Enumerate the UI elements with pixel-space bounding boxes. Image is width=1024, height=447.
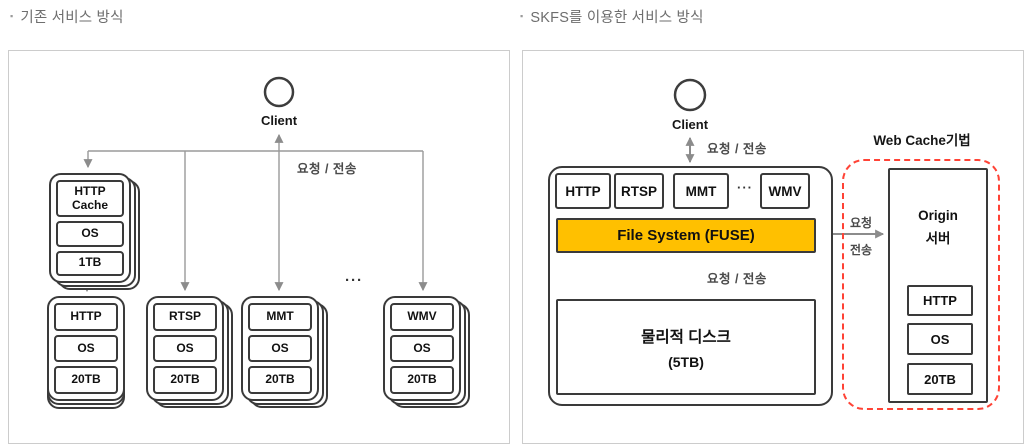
origin-row-http: HTTP <box>907 285 973 316</box>
stack-row-protocol: WMV <box>390 303 454 331</box>
stack-row-os: OS <box>56 221 124 247</box>
request-transfer-label: 요청 / 전송 <box>297 162 357 176</box>
more-servers-ellipsis: ··· <box>345 272 363 289</box>
protocol-box-mmt: MMT <box>673 173 729 209</box>
client-label: Client <box>260 113 298 128</box>
bullet-icon: ▪ <box>10 11 14 21</box>
stack-row-protocol: RTSP <box>153 303 217 331</box>
origin-transfer-label: 전송 <box>849 243 873 257</box>
left-section-title-text: 기존 서비스 방식 <box>20 10 124 26</box>
http-cache-server-stack: HTTP Cache OS 1TB <box>49 173 131 283</box>
stack-row-os: OS <box>390 334 454 363</box>
web-cache-technique-title: Web Cache기법 <box>873 133 971 148</box>
more-protocols-ellipsis: ··· <box>737 180 753 195</box>
wmv-server-stack: WMV OS 20TB <box>383 296 461 401</box>
stack-row-capacity: 20TB <box>153 366 217 395</box>
left-section-title: ▪ 기존 서비스 방식 <box>10 6 124 27</box>
request-transfer-label-mid: 요청 / 전송 <box>707 272 767 286</box>
right-section-title: ▪ SKFS를 이용한 서비스 방식 <box>520 6 704 27</box>
physical-disk-box: 물리적 디스크 (5TB) <box>556 299 816 395</box>
bullet-icon: ▪ <box>520 11 524 21</box>
stack-row-capacity: 20TB <box>248 366 312 395</box>
stack-row-capacity: 20TB <box>54 366 118 395</box>
protocol-box-rtsp: RTSP <box>614 173 664 209</box>
stack-row-protocol: MMT <box>248 303 312 331</box>
physical-disk-label: 물리적 디스크 <box>641 328 731 346</box>
client-node-icon <box>673 78 707 112</box>
protocol-box-wmv: WMV <box>760 173 810 209</box>
rtsp-server-stack: RTSP OS 20TB <box>146 296 224 401</box>
client-node-icon <box>263 76 295 108</box>
stack-row-os: OS <box>153 334 217 363</box>
http-server-stack: HTTP OS 20TB <box>47 296 125 401</box>
origin-row-os: OS <box>907 323 973 355</box>
file-system-fuse-box: File System (FUSE) <box>556 218 816 253</box>
stack-row-protocol: HTTP Cache <box>56 180 124 218</box>
client-label: Client <box>671 117 709 132</box>
origin-server-label: Origin 서버 <box>918 208 958 246</box>
physical-disk-capacity: (5TB) <box>668 353 704 370</box>
protocol-box-http: HTTP <box>555 173 611 209</box>
stack-row-capacity: 1TB <box>56 250 124 276</box>
mmt-server-stack: MMT OS 20TB <box>241 296 319 401</box>
legacy-service-diagram-panel: Client 요청 / 전송 HTTP Cache OS 1TB HTTP OS… <box>8 50 510 444</box>
stack-row-capacity: 20TB <box>390 366 454 395</box>
stack-row-os: OS <box>248 334 312 363</box>
origin-server-box: Origin 서버 HTTP OS 20TB <box>888 168 988 403</box>
skfs-service-diagram-panel: Client 요청 / 전송 HTTP RTSP MMT ··· WMV Fil… <box>522 50 1024 444</box>
stack-row-protocol: HTTP <box>54 303 118 331</box>
right-section-title-text: SKFS를 이용한 서비스 방식 <box>530 10 704 26</box>
origin-request-label: 요청 <box>849 216 873 230</box>
web-cache-dashed-boundary <box>842 159 1000 410</box>
request-transfer-label-top: 요청 / 전송 <box>707 142 767 156</box>
origin-row-capacity: 20TB <box>907 363 973 395</box>
stack-row-os: OS <box>54 334 118 363</box>
